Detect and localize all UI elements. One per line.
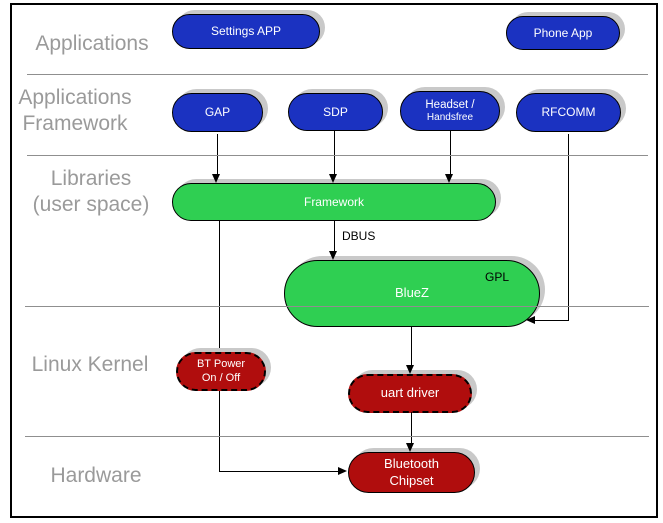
- node-uart-driver: uart driver: [348, 374, 472, 413]
- edge-sdp-to-framework: [334, 131, 335, 175]
- node-settings-app-label: Settings APP: [210, 24, 282, 38]
- node-phone-app-label: Phone App: [533, 25, 593, 40]
- edge-gap-to-framework: [217, 134, 218, 175]
- node-bluetooth-chipset-label-line1: Bluetooth: [384, 456, 439, 472]
- arrowhead-framework-to-bluez: [329, 251, 337, 260]
- node-framework: Framework: [172, 183, 496, 221]
- arrowhead-bluez-to-uart: [406, 365, 414, 374]
- node-bluez-label: BlueZ: [395, 285, 429, 301]
- edge-to-bluetooth-chipset: [219, 471, 339, 472]
- arrowhead-sdp-to-framework: [329, 174, 337, 183]
- layer-label-libraries-user-space: Libraries (user space): [16, 166, 166, 218]
- node-bluetooth-chipset: Bluetooth Chipset: [348, 452, 475, 493]
- edge-uart-to-chipset: [411, 412, 412, 444]
- layer-label-applications: Applications: [24, 31, 160, 57]
- edge-headset-to-framework: [450, 131, 451, 175]
- node-bluez: BlueZ GPL: [284, 260, 540, 327]
- edge-framework-to-bluez: [334, 221, 335, 251]
- diagram-frame: [10, 3, 658, 518]
- node-uart-driver-label: uart driver: [380, 385, 440, 401]
- layer-label-applications-framework: Applications Framework: [2, 85, 148, 137]
- node-sdp: SDP: [288, 93, 383, 131]
- layer-label-line: Libraries: [50, 167, 132, 190]
- edge-rfcomm-to-bluez: [534, 320, 569, 321]
- layer-divider-3: [25, 306, 649, 307]
- node-rfcomm-label: RFCOMM: [541, 105, 596, 119]
- edge-framework-down-to-hardware: [219, 221, 220, 472]
- gpl-badge: GPL: [484, 270, 509, 284]
- node-headset-handsfree: Headset / Handsfree: [400, 91, 500, 131]
- arrowhead-uart-to-chipset: [406, 443, 414, 452]
- layer-label-line: Linux Kernel: [31, 353, 149, 376]
- node-settings-app: Settings APP: [172, 14, 320, 49]
- node-framework-label: Framework: [303, 194, 364, 209]
- layer-label-line: Hardware: [50, 464, 142, 487]
- node-gap-label: GAP: [204, 105, 231, 119]
- node-gap: GAP: [172, 93, 263, 132]
- node-bluetooth-chipset-label-line2: Chipset: [389, 472, 434, 488]
- arrowhead-rfcomm-to-bluez: [526, 316, 535, 324]
- arrowhead-gap-to-framework: [212, 174, 220, 183]
- layer-label-line: (user space): [32, 193, 150, 216]
- layer-label-line: Applications: [35, 32, 149, 55]
- layer-label-line: Framework: [22, 112, 128, 135]
- arrowhead-to-bluetooth-chipset: [338, 467, 347, 475]
- node-bt-power-label-line2: On / Off: [201, 371, 241, 384]
- node-rfcomm: RFCOMM: [516, 93, 621, 132]
- edge-rfcomm-down: [568, 134, 569, 321]
- node-bt-power-label-line1: BT Power: [196, 357, 246, 370]
- edge-label-dbus: DBUS: [342, 229, 376, 243]
- node-phone-app: Phone App: [506, 16, 620, 50]
- node-sdp-label: SDP: [323, 104, 348, 119]
- layer-label-line: Applications: [18, 86, 132, 109]
- layer-label-hardware: Hardware: [40, 463, 152, 489]
- layer-divider-1: [27, 74, 648, 75]
- node-headset-label-line1: Headset /: [425, 98, 475, 111]
- edge-bluez-to-uart: [411, 327, 412, 366]
- node-headset-label-line2: Handsfree: [426, 111, 474, 123]
- node-bt-power-on-off: BT Power On / Off: [176, 352, 266, 391]
- layer-label-linux-kernel: Linux Kernel: [22, 352, 158, 378]
- layer-divider-2: [27, 155, 648, 156]
- layer-divider-4: [25, 436, 649, 437]
- arrowhead-headset-to-framework: [445, 174, 453, 183]
